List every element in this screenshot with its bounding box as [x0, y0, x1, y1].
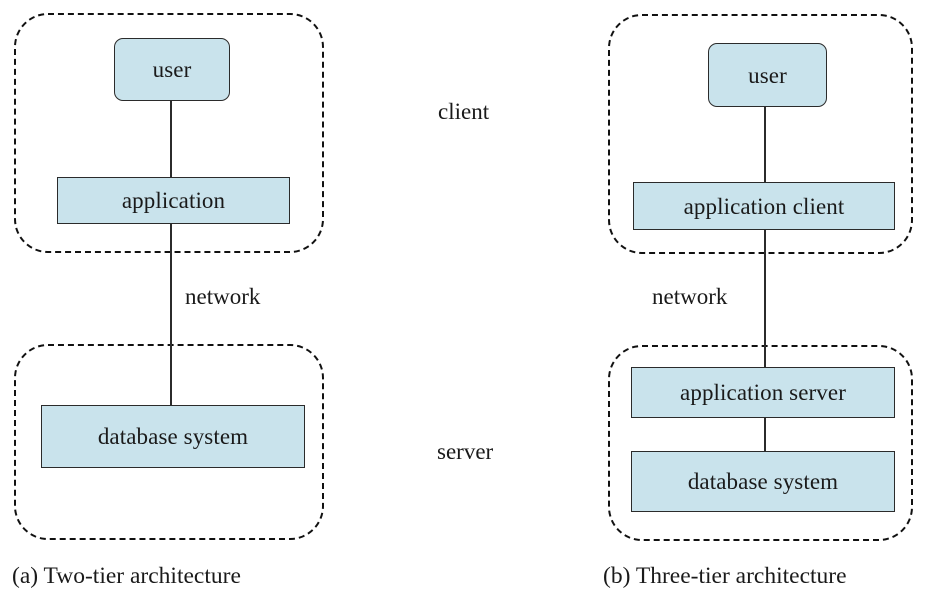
diagram-b-server-tier-group — [608, 345, 913, 541]
diagram-a-server-tier-group — [14, 344, 324, 540]
diagram-a-connector-user-application — [170, 98, 173, 180]
diagram-b-node-user-label: user — [748, 62, 787, 88]
diagram-b-connector-user-application-client — [764, 105, 767, 183]
diagram-a-node-database-system-label: database system — [97, 424, 249, 449]
diagram-a-node-user-label: user — [152, 57, 192, 82]
diagram-b-node-application-client[interactable]: application client — [633, 182, 895, 230]
diagram-b-node-database-system[interactable]: database system — [631, 451, 895, 512]
diagram-a-node-application[interactable]: application — [57, 177, 290, 224]
diagram-b-node-database-system-label: database system — [687, 469, 839, 494]
diagram-b-node-application-server[interactable]: application server — [631, 367, 895, 418]
diagram-b-node-application-client-label: application client — [683, 193, 845, 219]
diagram-b-client-tier-group — [608, 14, 913, 254]
tier-label-server: server — [437, 439, 494, 464]
diagram-a-network-label: network — [185, 284, 261, 309]
diagram-a-connector-network — [170, 222, 173, 410]
diagram-a-node-user[interactable]: user — [114, 38, 230, 101]
diagram-b-node-application-server-label: application server — [680, 380, 846, 405]
diagram-a-caption: (a) Two-tier architecture — [12, 563, 241, 589]
diagram-b-connector-appserver-database — [764, 415, 767, 457]
diagram-b-connector-network — [764, 228, 767, 373]
diagram-b-node-user[interactable]: user — [708, 43, 827, 107]
tier-label-client: client — [438, 99, 490, 124]
diagram-a-node-database-system[interactable]: database system — [41, 405, 305, 468]
diagram-b-caption: (b) Three-tier architecture — [603, 563, 847, 589]
diagram-a-client-tier-group — [14, 13, 324, 253]
diagram-b-network-label: network — [652, 284, 728, 309]
diagram-a-node-application-label: application — [121, 188, 226, 213]
